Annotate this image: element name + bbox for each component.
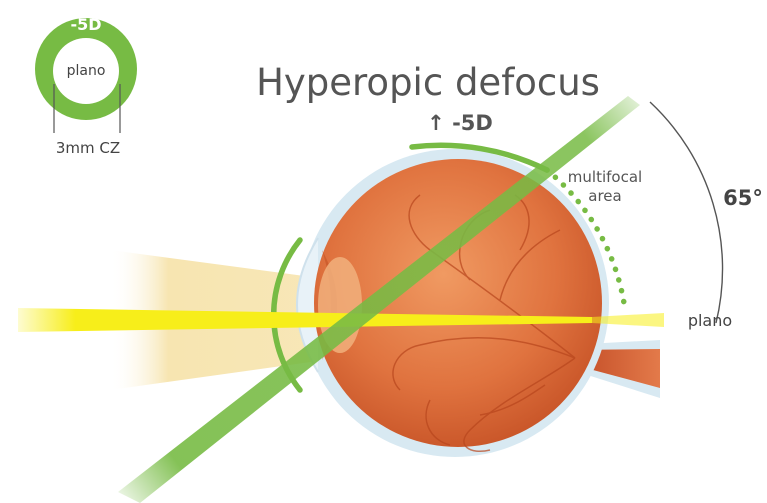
- multifocal-label-line2: area: [588, 187, 621, 205]
- angle-label: 65°: [723, 186, 763, 210]
- angle-arc: [650, 102, 723, 323]
- plano-label: plano: [688, 311, 732, 330]
- arc-power-label: ↑ -5D: [427, 111, 493, 135]
- lens-caption: 3mm CZ: [56, 139, 120, 157]
- multifocal-label-line1: multifocal: [568, 168, 642, 186]
- lens-icon: -5D plano 3mm CZ: [35, 15, 137, 157]
- lens-center-label: plano: [67, 63, 106, 79]
- lens-outer-power: -5D: [70, 15, 101, 34]
- diagram-title: Hyperopic defocus: [256, 61, 600, 104]
